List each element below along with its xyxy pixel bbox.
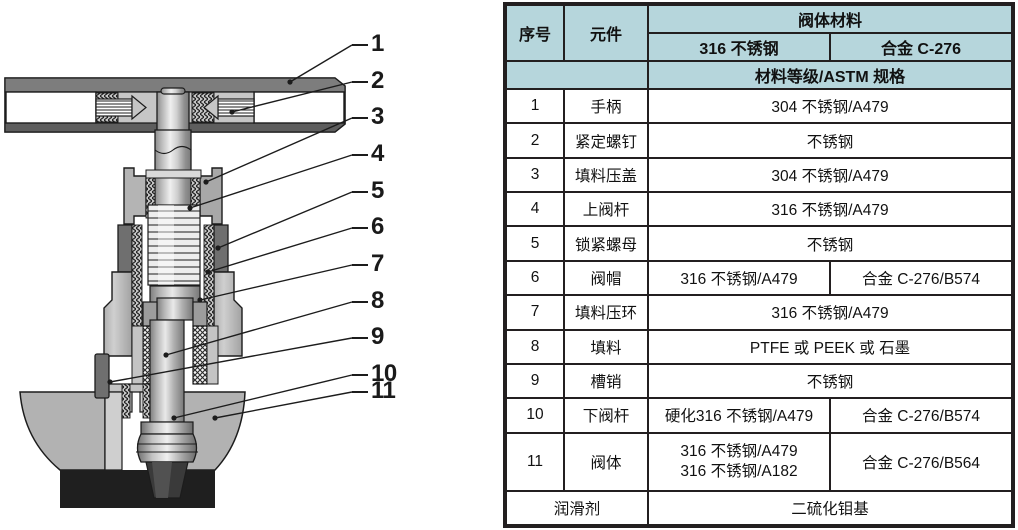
header-no: 序号	[505, 4, 565, 62]
header-part: 元件	[563, 4, 649, 62]
row-part: 下阀杆	[563, 397, 649, 434]
callout-9: 9	[371, 323, 384, 350]
table-row: 7 填料压环 316 不锈钢/A479	[505, 294, 1013, 331]
row-material-alloy: 合金 C-276/B564	[829, 431, 1013, 492]
stem-threads	[147, 204, 201, 286]
row-material: 304 不锈钢/A479	[647, 156, 1013, 194]
valve-cutaway-diagram: 1 2 3 4 5 6 7 8 9 10 11	[0, 0, 480, 530]
row-material-line2: 316 不锈钢/A182	[680, 462, 798, 480]
row-material: 316 不锈钢/A479	[647, 191, 1013, 228]
table-row: 4 上阀杆 316 不锈钢/A479	[505, 191, 1013, 228]
callout-5: 5	[371, 177, 384, 204]
bonnet	[103, 224, 243, 357]
row-no: 7	[505, 294, 565, 331]
leader-dots	[107, 79, 293, 421]
row-material-316: 硬化316 不锈钢/A479	[647, 397, 831, 434]
row-material: 不锈钢	[647, 225, 1013, 262]
table-row: 3 填料压盖 304 不锈钢/A479	[505, 156, 1013, 194]
table-row: 1 手柄 304 不锈钢/A479	[505, 87, 1013, 125]
row-no: 10	[505, 397, 565, 434]
materials-table: 序号 元件 阀体材料 316 不锈钢 合金 C-276 材料等级/ASTM 规格…	[505, 4, 1013, 527]
row-material: 316 不锈钢/A479	[647, 294, 1013, 331]
header-group: 阀体材料	[647, 4, 1013, 34]
header-material-316: 316 不锈钢	[647, 32, 831, 62]
callout-4: 4	[371, 140, 384, 167]
row-part: 手柄	[563, 87, 649, 125]
packing-stack	[131, 285, 219, 385]
row-material-316: 316 不锈钢/A479 316 不锈钢/A182	[647, 431, 831, 492]
lower-stem	[136, 319, 198, 499]
table-header-row-1: 序号 元件 阀体材料	[505, 4, 1013, 62]
row-material-316: 316 不锈钢/A479	[647, 259, 831, 297]
table-row-11: 11 阀体 316 不锈钢/A479 316 不锈钢/A182 合金 C-276…	[505, 431, 1013, 492]
grooved-pin	[94, 353, 110, 399]
row-part: 阀帽	[563, 259, 649, 297]
table-row: 9 槽销 不锈钢	[505, 362, 1013, 400]
table-row: 5 锁紧螺母 不锈钢	[505, 225, 1013, 262]
table-header-row-3: 材料等级/ASTM 规格	[505, 60, 1013, 90]
row-material: 304 不锈钢/A479	[647, 87, 1013, 125]
row-material: 不锈钢	[647, 362, 1013, 400]
table-row: 6 阀帽 316 不锈钢/A479 合金 C-276/B574	[505, 259, 1013, 297]
set-screw-right	[203, 94, 255, 121]
header-material-alloy: 合金 C-276	[829, 32, 1013, 62]
row-no: 11	[505, 431, 565, 492]
set-screw-left	[95, 94, 147, 121]
callout-2: 2	[371, 67, 384, 94]
callout-10: 10	[371, 360, 397, 387]
row-no: 2	[505, 122, 565, 159]
row-part: 填料压环	[563, 294, 649, 331]
valve-body	[19, 383, 246, 508]
row-part: 上阀杆	[563, 191, 649, 228]
row-part: 槽销	[563, 362, 649, 400]
leader-ticks	[352, 44, 368, 393]
row-no: 3	[505, 156, 565, 194]
row-no: 5	[505, 225, 565, 262]
callout-1: 1	[371, 30, 384, 57]
row-part: 填料	[563, 328, 649, 365]
row-part: 锁紧螺母	[563, 225, 649, 262]
row-material: PTFE 或 PEEK 或 石墨	[647, 328, 1013, 365]
row-material: 不锈钢	[647, 122, 1013, 159]
callout-8: 8	[371, 287, 384, 314]
table-row: 2 紧定螺钉 不锈钢	[505, 122, 1013, 159]
row-part: 紧定螺钉	[563, 122, 649, 159]
row-material-alloy: 合金 C-276/B574	[829, 397, 1013, 434]
row-material-alloy: 合金 C-276/B574	[829, 259, 1013, 297]
callout-3: 3	[371, 103, 384, 130]
row-part: 填料压盖	[563, 156, 649, 194]
lubricant-row: 润滑剂 二硫化钼基	[505, 489, 1013, 527]
callout-6: 6	[371, 213, 384, 240]
lubricant-label: 润滑剂	[505, 489, 649, 527]
callout-11: 11	[371, 377, 396, 404]
table-row: 10 下阀杆 硬化316 不锈钢/A479 合金 C-276/B574	[505, 397, 1013, 434]
row-no: 4	[505, 191, 565, 228]
row-no: 9	[505, 362, 565, 400]
header-spec: 材料等级/ASTM 规格	[647, 60, 1013, 90]
row-no: 8	[505, 328, 565, 365]
lubricant-value: 二硫化钼基	[647, 489, 1013, 527]
callout-7: 7	[371, 250, 384, 277]
row-no: 1	[505, 87, 565, 125]
leader-lines	[109, 44, 353, 419]
handle-assembly	[4, 77, 346, 133]
table-row: 8 填料 PTFE 或 PEEK 或 石墨	[505, 328, 1013, 365]
table-header-row-2: 316 不锈钢 合金 C-276	[506, 32, 1013, 62]
row-material-line1: 316 不锈钢/A479	[680, 442, 798, 460]
row-part: 阀体	[563, 431, 649, 492]
row-no: 6	[505, 259, 565, 297]
